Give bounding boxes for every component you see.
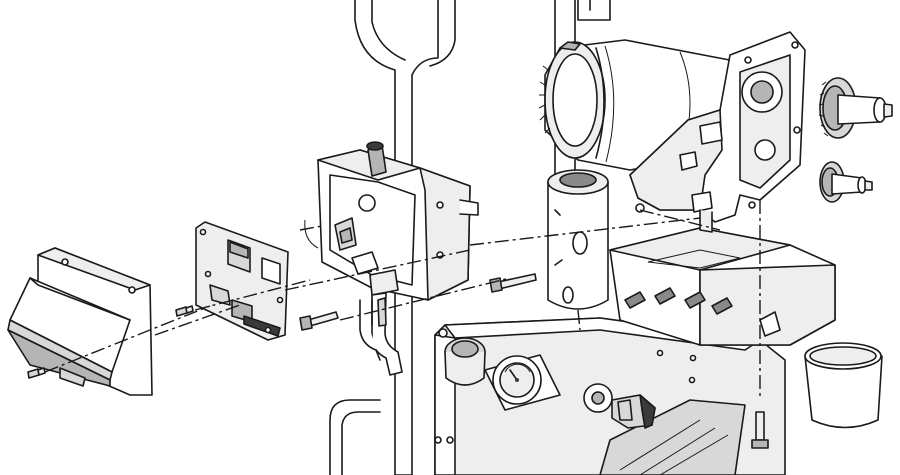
board-screw — [175, 305, 194, 317]
rod-bolt — [489, 273, 537, 293]
assembly-lines — [44, 200, 761, 400]
large-gear — [818, 77, 893, 139]
pressure-knob — [444, 337, 486, 386]
control-box — [304, 141, 479, 376]
prime-valve — [583, 383, 656, 429]
bucket — [804, 342, 883, 429]
box-bolt — [299, 311, 339, 331]
gear-housing — [629, 31, 806, 233]
small-gear — [819, 161, 873, 203]
control-cover — [7, 247, 153, 396]
pressure-gauge — [484, 354, 561, 411]
pump-base — [609, 227, 836, 346]
pump-rod — [547, 169, 609, 310]
base-bolt — [751, 411, 769, 449]
control-board — [195, 221, 289, 341]
